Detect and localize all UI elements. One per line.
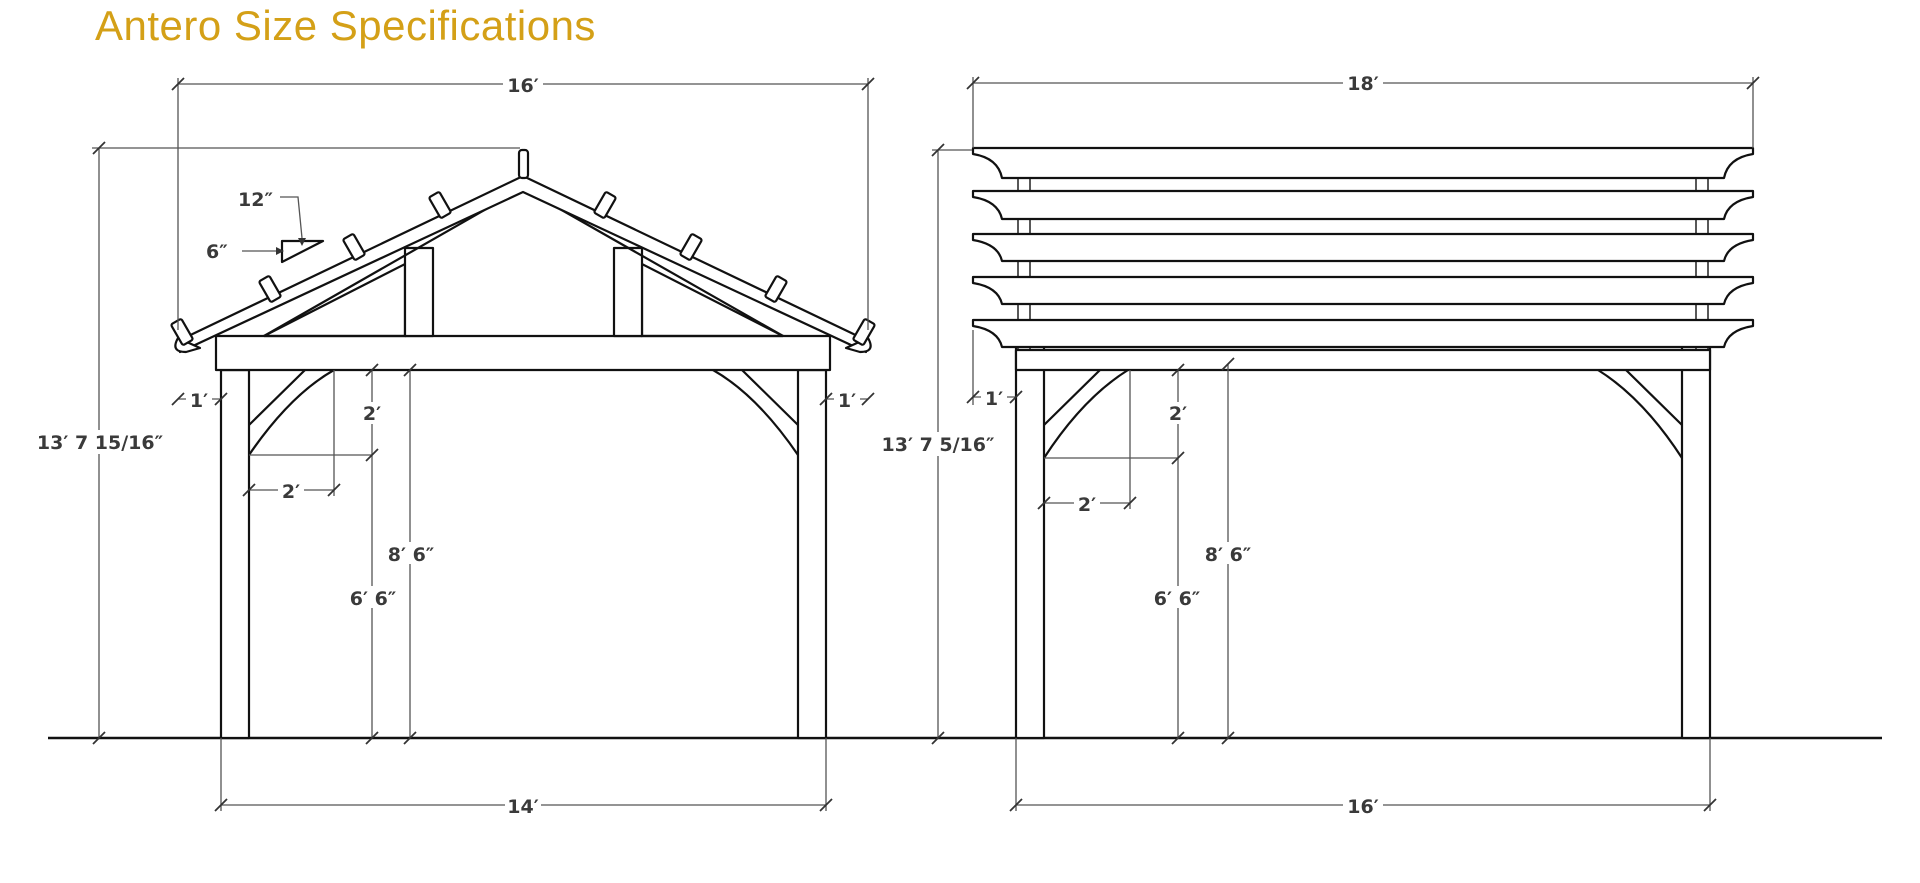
side-overall-width-label: 16′ — [507, 75, 538, 97]
left-king-strut — [403, 246, 435, 338]
front-brace-height-label: 2′ — [1169, 403, 1187, 425]
page-title: Antero Size Specifications — [95, 2, 596, 49]
right-brace — [712, 369, 799, 456]
right-post — [796, 368, 828, 740]
front-post-span-label: 16′ — [1347, 796, 1378, 818]
front-purlins — [971, 146, 1755, 349]
side-view — [170, 148, 876, 740]
front-view-dimensions — [882, 71, 1760, 816]
front-brace-width-label: 2′ — [1078, 494, 1096, 516]
side-overhang-right-label: 1′ — [838, 390, 856, 412]
side-post-span-label: 14′ — [507, 796, 538, 818]
front-overall-width-label: 18′ — [1347, 73, 1378, 95]
front-overhang-label: 1′ — [985, 388, 1003, 410]
left-post — [219, 368, 251, 740]
front-clearance-brace-label: 6′ 6″ — [1154, 588, 1201, 610]
pitch-run-label: 12″ — [238, 189, 273, 211]
front-beam — [1014, 348, 1712, 372]
front-right-brace — [1597, 369, 1683, 459]
purlins — [170, 191, 876, 346]
side-overall-height-label: 13′ 7 15/16″ — [37, 432, 164, 454]
side-view-dimensions — [38, 72, 875, 816]
side-clearance-brace-label: 6′ 6″ — [350, 588, 397, 610]
tie-beam — [214, 334, 832, 372]
side-overhang-left-label: 1′ — [190, 390, 208, 412]
front-left-brace — [1043, 369, 1129, 459]
side-brace-width-label: 2′ — [282, 481, 300, 503]
front-right-post — [1680, 338, 1712, 740]
right-king-strut — [612, 246, 644, 338]
pitch-rise-label: 6″ — [206, 241, 228, 263]
front-view — [971, 146, 1755, 740]
ridge-beam — [517, 148, 530, 180]
side-clearance-beam-label: 8′ 6″ — [388, 544, 435, 566]
front-left-post — [1014, 338, 1046, 740]
front-clearance-beam-label: 8′ 6″ — [1205, 544, 1252, 566]
left-brace — [248, 369, 335, 456]
front-overall-height-label: 13′ 7 5/16″ — [882, 434, 996, 456]
side-brace-height-label: 2′ — [363, 403, 381, 425]
